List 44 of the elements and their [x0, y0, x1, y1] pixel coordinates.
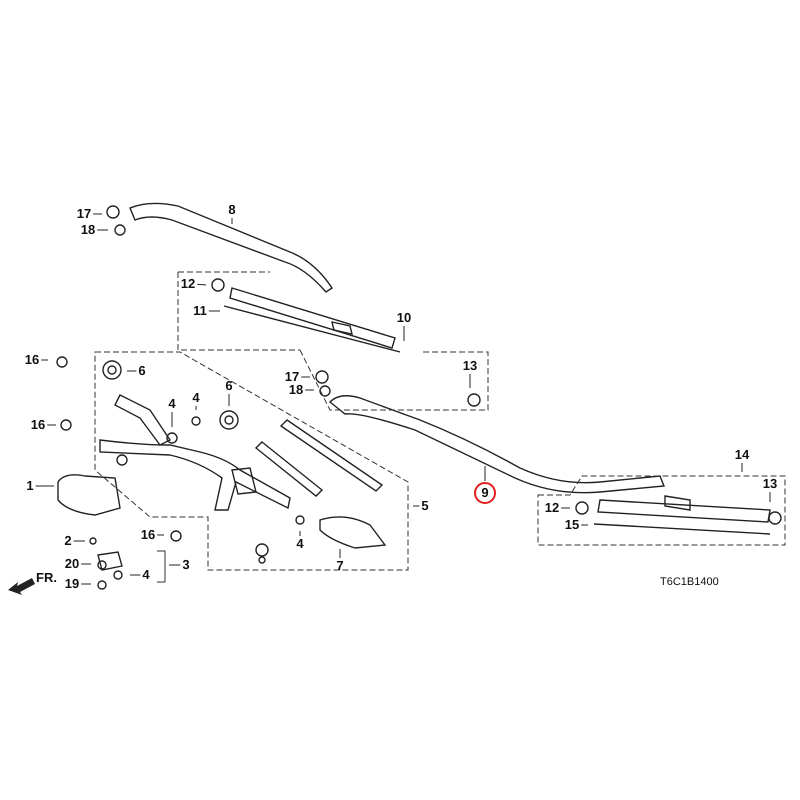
leader-line	[156, 534, 164, 536]
leader-line	[130, 574, 141, 576]
leader-line	[208, 310, 220, 312]
callout-number: 4	[167, 397, 177, 411]
callout-number: 3	[181, 558, 191, 572]
leader-line	[73, 540, 86, 542]
leader-line	[46, 424, 56, 426]
leader-line	[228, 394, 230, 406]
callout-number: 12	[544, 501, 560, 515]
callout-number: 16	[140, 528, 156, 542]
callout-number: 17	[76, 207, 92, 221]
callout-number: 10	[396, 311, 412, 325]
callout-number: 15	[564, 518, 580, 532]
leader-line	[484, 466, 486, 482]
drawing-code: T6C1B1400	[660, 576, 719, 588]
callout-number: 2	[63, 534, 73, 548]
callout-number: 5	[420, 499, 430, 513]
callout-number: 13	[762, 477, 778, 491]
callout-number: 6	[137, 364, 147, 378]
callout-number: 6	[224, 379, 234, 393]
callout-number: 16	[30, 418, 46, 432]
direction-label: FR.	[36, 570, 57, 585]
callout-number: 16	[24, 353, 40, 367]
leader-line	[580, 524, 588, 526]
leader-line	[168, 564, 181, 566]
callout-number: 4	[295, 537, 305, 551]
callout-number: 8	[227, 203, 237, 217]
callout-number: 14	[734, 448, 750, 462]
callout-number: 9	[474, 482, 496, 504]
callout-number: 18	[80, 223, 96, 237]
callout-number: 18	[288, 383, 304, 397]
callout-number: 13	[462, 359, 478, 373]
callout-number: 4	[191, 391, 201, 405]
callout-number: 19	[64, 577, 80, 591]
callout-number: 1	[25, 479, 35, 493]
callout-number: 17	[284, 370, 300, 384]
callout-number: 20	[64, 557, 80, 571]
leader-line	[126, 370, 137, 372]
callout-number: 11	[192, 304, 208, 318]
callout-number: 12	[180, 277, 196, 291]
leader-line	[196, 284, 206, 286]
callout-number: 4	[141, 568, 151, 582]
leader-line	[300, 376, 310, 378]
callout-number: 7	[335, 559, 345, 573]
